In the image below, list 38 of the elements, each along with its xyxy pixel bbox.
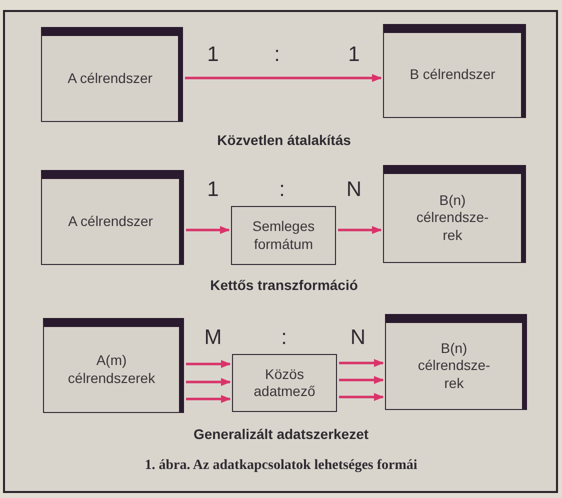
figure-caption: 1. ábra. Az adatkapcsolatok lehetséges formái [144, 458, 418, 474]
system-box [41, 27, 183, 122]
box-label: Közös adatmező [252, 366, 316, 400]
ratio-label: M [204, 326, 222, 350]
system-box [41, 170, 184, 265]
box-label: A célrendszer [68, 70, 152, 88]
arrow [185, 74, 382, 82]
arrow [339, 359, 384, 367]
section-heading: Közvetlen átalakítás [217, 132, 351, 148]
ratio-label: 1 [348, 43, 360, 67]
arrow [339, 393, 384, 401]
ratio-label: : [279, 178, 285, 202]
box-label: B célrendszer [410, 66, 496, 84]
box-label: A célrendszer [68, 212, 153, 230]
system-box [385, 314, 527, 410]
arrow [186, 395, 231, 403]
section-heading: Kettős transzformáció [210, 277, 358, 293]
arrow [339, 376, 384, 384]
system-box [383, 165, 526, 263]
arrow [338, 226, 382, 234]
ratio-label: 1 [207, 178, 219, 202]
box-label: A(m) célrendszerek [66, 352, 156, 387]
ratio-label: N [346, 178, 362, 202]
system-box [383, 24, 526, 118]
process-box [232, 354, 337, 412]
ratio-label: 1 [207, 43, 219, 67]
ratio-label: : [274, 43, 280, 67]
ratio-label: N [350, 326, 366, 350]
ratio-label: : [281, 326, 287, 350]
process-box [231, 206, 336, 265]
arrow [186, 378, 231, 386]
section-heading: Generalizált adatszerkezet [193, 426, 369, 442]
system-box [43, 318, 184, 413]
box-label: B(n) célrendsze- rek [415, 192, 490, 244]
arrow [186, 226, 230, 234]
box-label: Semleges formátum [251, 218, 316, 253]
arrow [186, 360, 231, 368]
box-label: B(n) célrendsze- rek [416, 340, 492, 392]
